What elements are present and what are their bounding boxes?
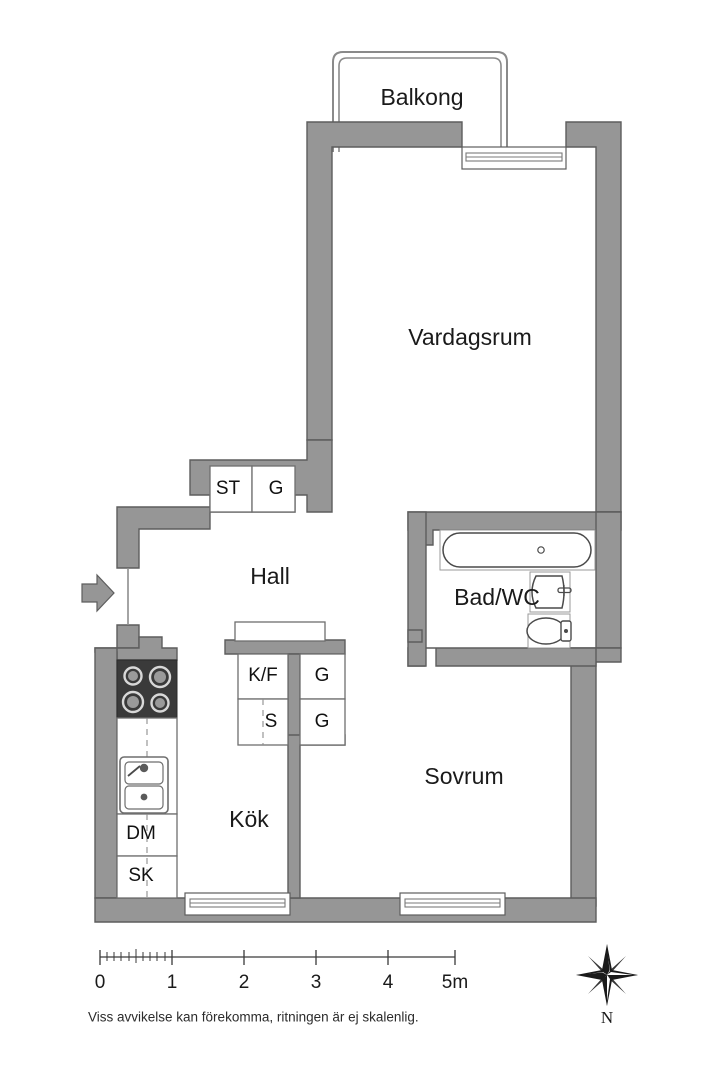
- unit-label-g-lower: G: [315, 711, 330, 732]
- bathtub-icon: [439, 529, 596, 571]
- room-label-vardagsrum: Vardagsrum: [408, 324, 532, 350]
- unit-label-freezer: S: [265, 711, 278, 732]
- scale-bar-labels: 0 1 2 3 4 5m: [95, 972, 468, 993]
- bedroom-window: [399, 892, 506, 916]
- kitchen-cabinet-boxes: [237, 653, 346, 746]
- balcony-door-opening: [461, 146, 567, 170]
- kitchen-appliance-column: [116, 813, 178, 899]
- unit-label-sk: SK: [128, 865, 154, 886]
- scale-tick-3: 3: [311, 972, 322, 993]
- scale-tick-0: 0: [95, 972, 106, 993]
- room-label-kok: Kök: [229, 806, 269, 832]
- unit-label-fridge: K/F: [248, 665, 278, 686]
- compass-rose-icon: N: [576, 944, 638, 1027]
- unit-label-st: ST: [216, 478, 241, 499]
- hall-closet-boxes: [209, 465, 296, 513]
- scale-tick-5m: 5m: [442, 972, 468, 993]
- disclaimer-text: Viss avvikelse kan förekomma, ritningen …: [88, 1010, 419, 1025]
- entrance-arrow-icon: [81, 573, 115, 613]
- room-label-badwc: Bad/WC: [454, 584, 540, 610]
- kitchen-window: [184, 892, 291, 916]
- unit-label-g-upper: G: [315, 665, 330, 686]
- wash-basin-icon: [529, 571, 572, 613]
- room-label-balkong: Balkong: [380, 84, 463, 110]
- unit-label-g-hall: G: [269, 478, 284, 499]
- room-label-hall: Hall: [250, 563, 290, 589]
- compass-north-label: N: [601, 1008, 613, 1027]
- unit-label-dishwasher: DM: [126, 823, 156, 844]
- hall-bench: [234, 621, 326, 642]
- scale-tick-2: 2: [239, 972, 250, 993]
- scale-bar: [99, 949, 456, 965]
- storage-unit-labels: ST G K/F S G G DM SK: [126, 478, 329, 886]
- room-label-sovrum: Sovrum: [424, 763, 503, 789]
- room-labels: Balkong Vardagsrum Hall Bad/WC Kök Sovru…: [229, 84, 540, 832]
- stove-icon: [116, 659, 178, 719]
- scale-tick-1: 1: [167, 972, 178, 993]
- toilet-icon: [526, 613, 572, 649]
- balcony-outline: [332, 51, 508, 152]
- kitchen-sink-icon: [119, 756, 169, 814]
- scale-tick-4: 4: [383, 972, 394, 993]
